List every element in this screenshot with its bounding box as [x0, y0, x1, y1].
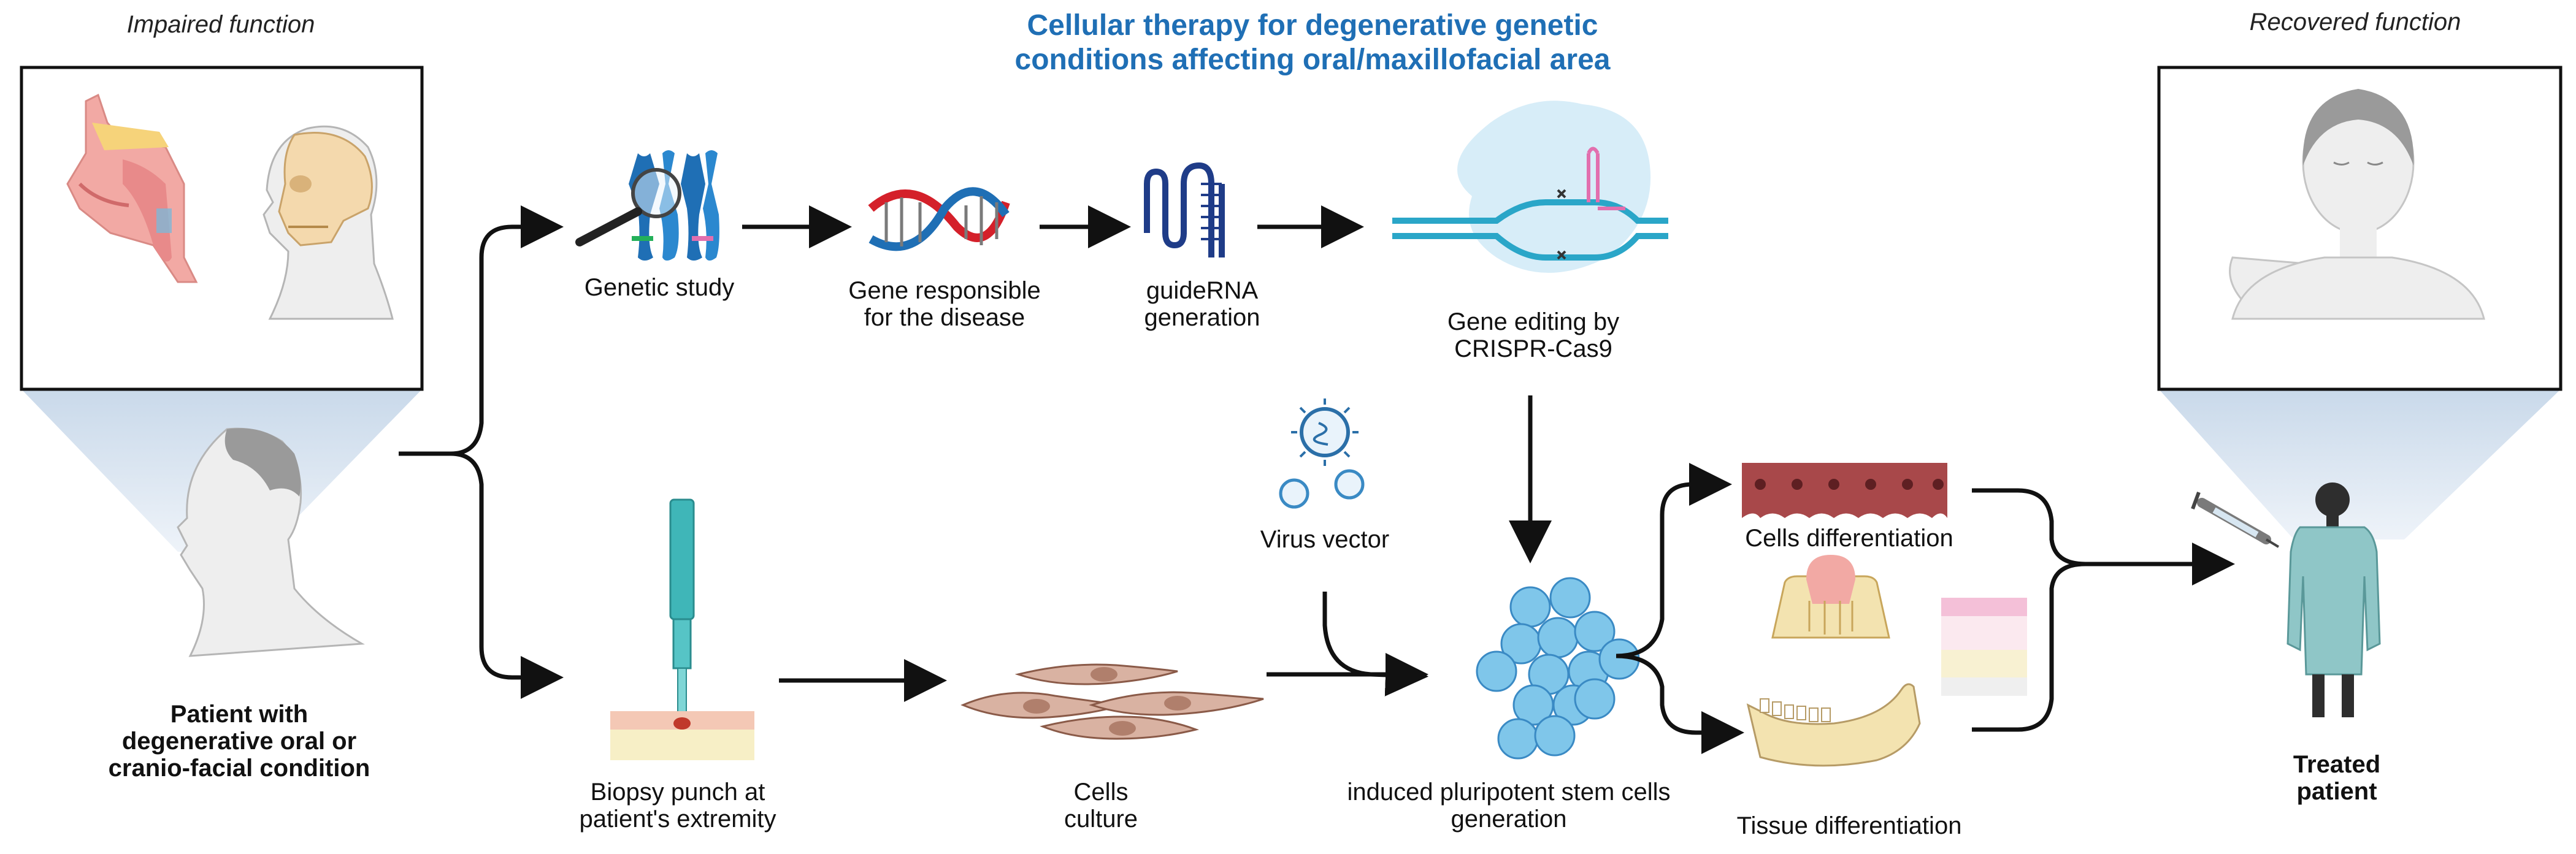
- gene-editing-label: Gene editing by CRISPR-Cas9: [1447, 308, 1620, 362]
- nasal-anatomy-icon: [66, 93, 198, 283]
- crispr-cas9-icon: [1392, 101, 1668, 273]
- arrow-branch-upper: [450, 205, 564, 456]
- arrow-branch-lower: [450, 451, 564, 699]
- skull-head-icon: [263, 125, 394, 320]
- title-line-2: conditions affecting oral/maxillofacial …: [1014, 44, 1611, 76]
- impaired-function-heading: Impaired function: [126, 11, 315, 38]
- virus-icon: [1279, 398, 1365, 509]
- jawbone-icon: [1746, 683, 1921, 767]
- diagram-title: Cellular therapy for degenerative geneti…: [859, 9, 1766, 77]
- treated-patient-label: Treated patient: [2293, 751, 2381, 805]
- guide-rna-icon: [1144, 162, 1225, 257]
- biopsy-label: Biopsy punch at patient's extremity: [579, 779, 776, 833]
- genetic-study-label: Genetic study: [584, 274, 735, 301]
- patient-profile-icon: [177, 427, 366, 657]
- biopsy-punch-icon: [610, 498, 754, 760]
- impaired-panel: [20, 66, 424, 657]
- fibroblast-cells-icon: [960, 663, 1264, 740]
- syringe-icon: [2191, 491, 2280, 548]
- treated-patient-icon: [2287, 482, 2381, 717]
- arrow-ipsc-tissue: [1616, 654, 1744, 754]
- flow-arrows: [399, 205, 2235, 754]
- skin-tissue-icon: [1941, 598, 2027, 696]
- virus-vector-label: Virus vector: [1260, 526, 1390, 553]
- chromosome-magnifier-icon: [575, 150, 719, 261]
- tissue-differentiation-label: Tissue differentiation: [1736, 812, 1962, 839]
- dna-helix-icon: [868, 187, 1010, 251]
- stem-cell-cluster-icon: [1476, 577, 1640, 760]
- arrow-ipsc-branch: [1616, 463, 1732, 658]
- cells-differentiation-label: Cells differentiation: [1745, 525, 1953, 552]
- ipsc-label: induced pluripotent stem cells generatio…: [1347, 779, 1671, 833]
- tooth-icon: [1771, 555, 1890, 639]
- epithelial-cells-icon: [1742, 463, 1947, 518]
- recovered-panel: [2157, 66, 2563, 539]
- arrow-tissue-merge: [1972, 562, 2086, 732]
- arrow-cells-merge: [1972, 488, 2235, 585]
- cells-culture-label: Cells culture: [1064, 779, 1138, 833]
- recovered-function-heading: Recovered function: [2249, 9, 2461, 36]
- patient-label: Patient with degenerative oral or cranio…: [108, 701, 370, 782]
- gene-responsible-label: Gene responsible for the disease: [848, 277, 1041, 331]
- guiderna-label: guideRNA generation: [1144, 277, 1260, 331]
- arrow-virus-ipsc: [1322, 592, 1428, 696]
- title-line-1: Cellular therapy for degenerative geneti…: [1027, 9, 1598, 42]
- right-view-cone: [2159, 389, 2561, 539]
- recovered-face-icon: [2229, 89, 2485, 320]
